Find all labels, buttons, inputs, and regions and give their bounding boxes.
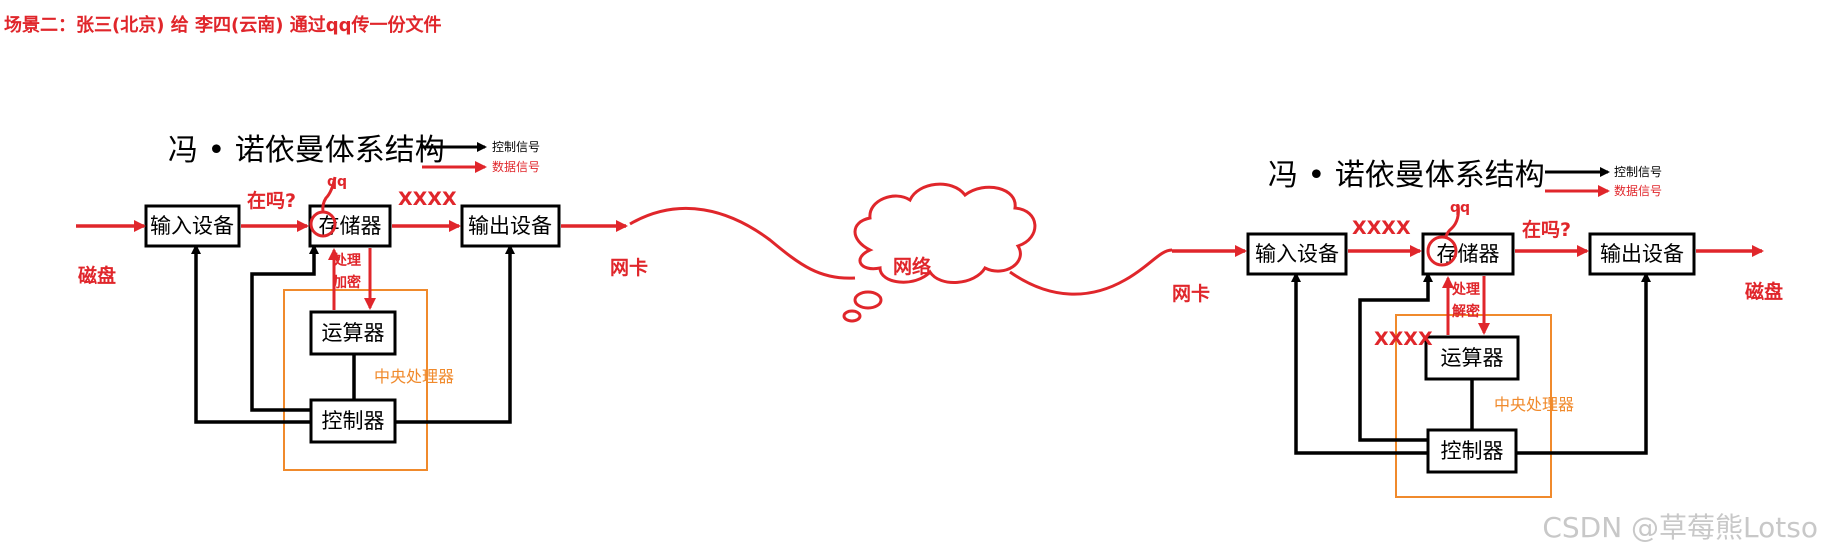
right-qq-pointer (1444, 204, 1460, 239)
right-input-label: 输入设备 (1255, 242, 1339, 266)
left-legend-data: 数据信号 (492, 159, 540, 174)
scene-title: 场景二：张三(北京) 给 李四(云南) 通过qq传一份文件 (4, 14, 441, 36)
left-alu-box (309, 310, 397, 356)
left-von-neumann: 冯 • 诺依曼体系结构 控制信号 数据信号 中央处理器 输入设备 存储器 输出设… (76, 133, 648, 471)
left-ctrl-to-memory (250, 244, 319, 412)
left-alu-label: 运算器 (322, 321, 385, 345)
network-label: 网络 (893, 255, 931, 278)
right-alu-label: 运算器 (1441, 346, 1504, 370)
right-title: 冯 • 诺依曼体系结构 (1268, 158, 1545, 193)
left-process-1: 处理 (332, 252, 361, 269)
left-controller-box (309, 398, 397, 444)
left-controller-label: 控制器 (322, 409, 385, 433)
left-qq-label: qq (327, 174, 347, 190)
right-cpu-label: 中央处理器 (1494, 395, 1574, 414)
right-qq-label: qq (1450, 200, 1470, 216)
left-disk-label: 磁盘 (78, 264, 116, 287)
right-nic-label: 网卡 (1172, 282, 1210, 305)
right-xxxx-alu-label: XXXX (1374, 328, 1433, 350)
left-cpu-outline (283, 289, 428, 471)
left-ctrl-to-output (396, 244, 515, 424)
network-link: 网络 (629, 182, 1173, 323)
right-qq-circle (1426, 235, 1458, 267)
right-alu-box (1424, 335, 1520, 381)
right-ctrl-to-output (1515, 272, 1651, 455)
left-input-label: 输入设备 (150, 214, 234, 238)
left-process-2: 加密 (332, 274, 361, 291)
left-output-label: 输出设备 (468, 214, 552, 238)
right-ctrl-to-input (1291, 272, 1428, 455)
right-von-neumann: 冯 • 诺依曼体系结构 控制信号 数据信号 中央处理器 输入设备 存储器 输出设… (1172, 158, 1783, 498)
left-qq-pointer (321, 176, 337, 213)
right-input-box (1246, 232, 1348, 276)
watermark: CSDN @草莓熊Lotso (1542, 511, 1818, 544)
left-ask-label: 在吗? (247, 189, 296, 212)
right-cpu-outline (1395, 314, 1552, 498)
right-ctrl-to-memory (1358, 272, 1433, 442)
network-cloud (853, 182, 1037, 285)
right-controller-box (1426, 428, 1518, 474)
right-memory-box (1421, 232, 1515, 276)
left-network-wire (629, 206, 856, 280)
right-ask-label: 在吗? (1522, 218, 1571, 241)
right-controller-label: 控制器 (1441, 439, 1504, 463)
left-cpu-label: 中央处理器 (374, 367, 454, 386)
left-nic-label: 网卡 (610, 256, 648, 279)
right-network-wire (1009, 248, 1173, 296)
left-title: 冯 • 诺依曼体系结构 (168, 133, 445, 168)
left-ctrl-to-input (191, 244, 310, 424)
right-output-label: 输出设备 (1600, 242, 1684, 266)
left-xxxx-label: XXXX (398, 188, 457, 210)
right-process-2: 解密 (1452, 303, 1480, 320)
right-process-1: 处理 (1451, 281, 1480, 298)
right-xxxx-in-label: XXXX (1352, 217, 1411, 239)
cloud-bubble-large (853, 290, 883, 310)
right-legend-control: 控制信号 (1614, 165, 1662, 179)
left-output-box (460, 204, 561, 248)
cloud-bubble-small (842, 309, 862, 323)
left-input-box (144, 204, 241, 248)
left-legend-control: 控制信号 (492, 140, 540, 154)
right-disk-label: 磁盘 (1745, 280, 1783, 303)
right-memory-label: 存储器 (1437, 242, 1500, 266)
right-legend-data: 数据信号 (1614, 183, 1662, 198)
right-output-box (1588, 232, 1696, 276)
